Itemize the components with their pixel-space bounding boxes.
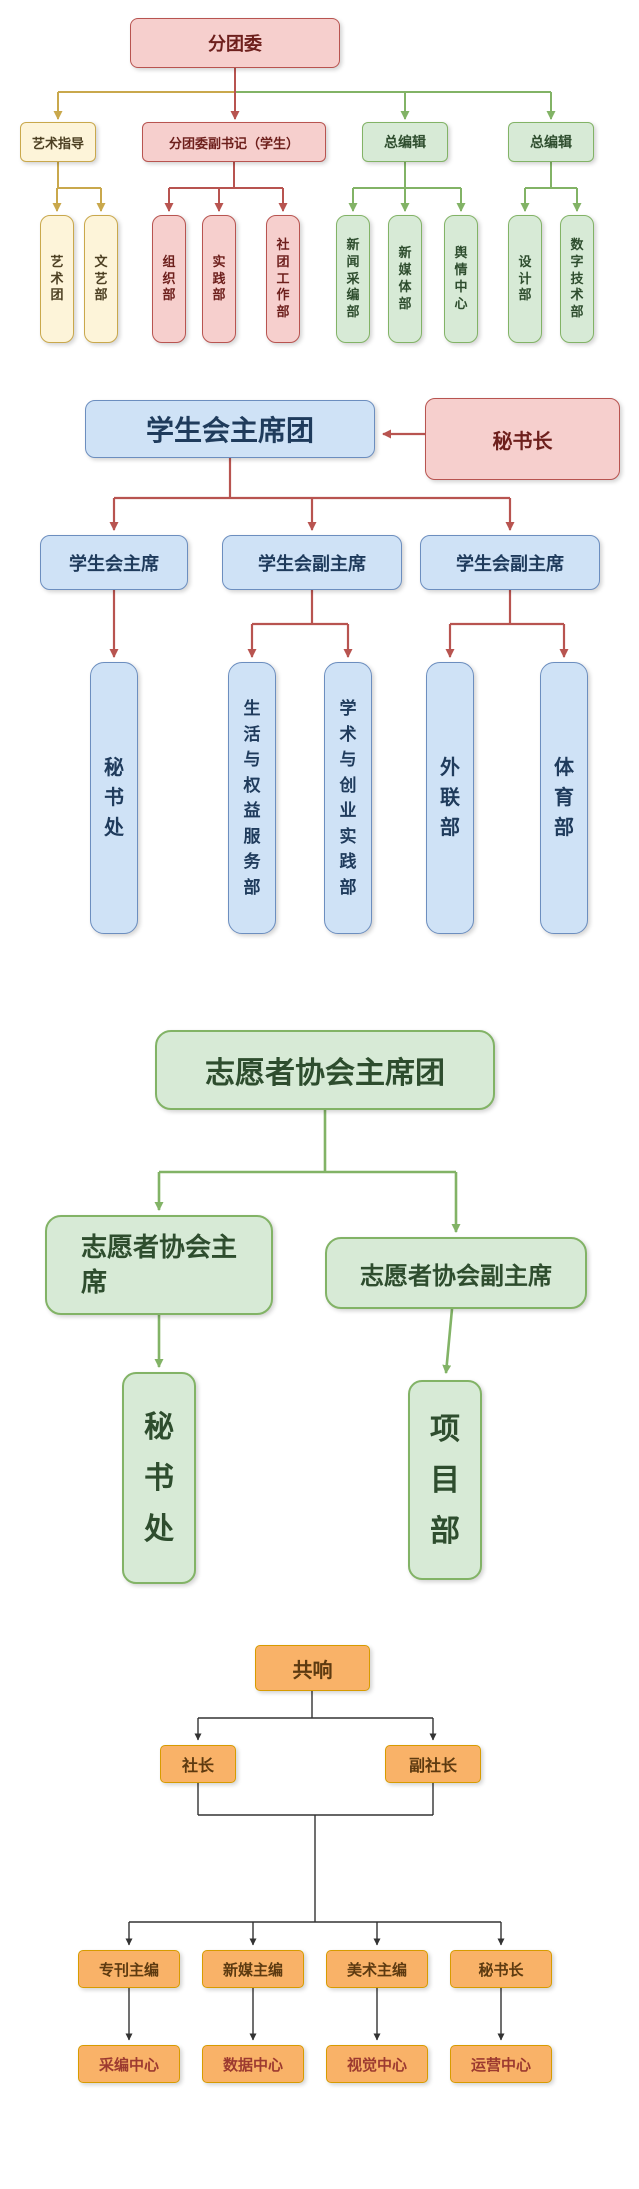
node-volunteer-presidium: 志愿者协会主席团 (155, 1030, 495, 1110)
node-sports-dept-label: 体育部 (554, 757, 574, 839)
node-operation-center: 运营中心 (450, 2045, 552, 2083)
node-sports-dept: 体育部 (540, 662, 588, 934)
node-life-rights-service-dept: 生活与权益服务部 (228, 662, 276, 934)
node-news-gathering-dept-label: 新闻采编部 (346, 236, 360, 320)
node-academic-entrepreneurship-dept: 学术与创业实践部 (324, 662, 372, 934)
node-news-gathering-dept: 新闻采编部 (336, 215, 370, 343)
node-data-center: 数据中心 (202, 2045, 304, 2083)
node-secretariat-label: 秘书处 (104, 757, 124, 839)
node-union-president: 学生会主席 (40, 535, 188, 590)
node-art-direction: 艺术指导 (20, 122, 96, 162)
node-digital-tech-dept: 数字技术部 (560, 215, 594, 343)
node-academic-entrepreneurship-dept-label: 学术与创业实践部 (339, 699, 357, 897)
node-club-secretary-general: 秘书长 (450, 1950, 552, 1988)
chart4-connectors (125, 1691, 505, 2041)
node-chief-editor-2: 总编辑 (508, 122, 594, 162)
node-outreach-dept-label: 外联部 (440, 757, 460, 839)
chart2-connectors (109, 429, 569, 658)
node-union-vice-president-1: 学生会副主席 (222, 535, 402, 590)
node-arts-dept-label: 文艺部 (94, 253, 108, 303)
node-league-committee: 分团委 (130, 18, 340, 68)
node-volunteer-president-label: 志愿者协会主席 (81, 1231, 238, 1297)
node-gongxiang: 共响 (255, 1645, 370, 1691)
node-design-dept-label: 设计部 (518, 253, 532, 303)
node-union-vice-president-2: 学生会副主席 (420, 535, 600, 590)
node-club-vice-president: 副社长 (385, 1745, 481, 1783)
node-club-president: 社长 (160, 1745, 236, 1783)
node-art-troupe-label: 艺术团 (50, 253, 64, 303)
node-project-dept: 项目部 (408, 1380, 482, 1580)
node-volunteer-secretariat-label: 秘书处 (144, 1410, 174, 1546)
node-secretary-general: 秘书长 (425, 398, 620, 480)
node-new-media-editor: 新媒主编 (202, 1950, 304, 1988)
node-practice-dept-label: 实践部 (212, 253, 226, 303)
node-club-work-dept: 社团工作部 (266, 215, 300, 343)
chart1-connectors (52, 68, 582, 212)
node-design-dept: 设计部 (508, 215, 542, 343)
node-life-rights-service-dept-label: 生活与权益服务部 (243, 699, 261, 897)
node-new-media-dept-label: 新媒体部 (398, 245, 412, 311)
node-chief-editor-1: 总编辑 (362, 122, 448, 162)
node-volunteer-president: 志愿者协会主席 (45, 1215, 273, 1315)
chart3-connectors (154, 1110, 461, 1374)
node-gathering-center: 采编中心 (78, 2045, 180, 2083)
node-art-troupe: 艺术团 (40, 215, 74, 343)
node-special-issue-editor: 专刊主编 (78, 1950, 180, 1988)
node-new-media-dept: 新媒体部 (388, 215, 422, 343)
node-outreach-dept: 外联部 (426, 662, 474, 934)
node-organization-dept-label: 组织部 (162, 253, 176, 303)
node-arts-dept: 文艺部 (84, 215, 118, 343)
node-digital-tech-dept-label: 数字技术部 (570, 236, 584, 320)
node-deputy-secretary: 分团委副书记（学生） (142, 122, 326, 162)
node-volunteer-vice-president: 志愿者协会副主席 (325, 1237, 587, 1309)
node-volunteer-secretariat: 秘书处 (122, 1372, 196, 1584)
node-project-dept-label: 项目部 (430, 1412, 460, 1548)
node-student-union-presidium: 学生会主席团 (85, 400, 375, 458)
node-public-opinion-center-label: 舆情中心 (454, 245, 468, 311)
node-visual-center: 视觉中心 (326, 2045, 428, 2083)
node-secretariat: 秘书处 (90, 662, 138, 934)
node-practice-dept: 实践部 (202, 215, 236, 343)
node-art-editor: 美术主编 (326, 1950, 428, 1988)
node-organization-dept: 组织部 (152, 215, 186, 343)
node-public-opinion-center: 舆情中心 (444, 215, 478, 343)
node-club-work-dept-label: 社团工作部 (276, 236, 290, 320)
